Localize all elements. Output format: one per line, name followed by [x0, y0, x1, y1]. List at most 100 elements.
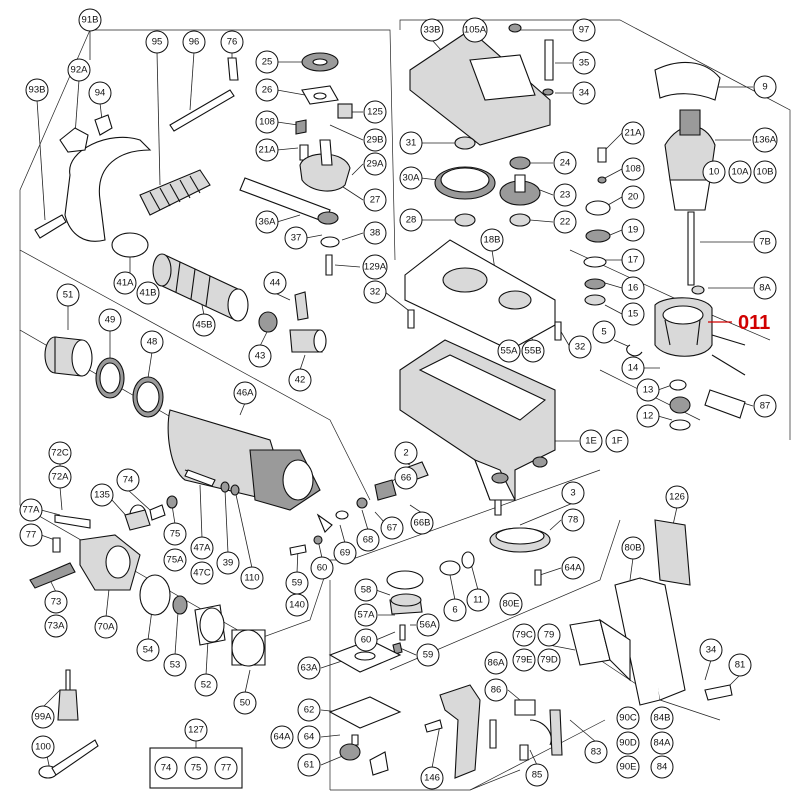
- callout-text: 54: [143, 645, 154, 656]
- callout-79d: 79D: [537, 648, 561, 672]
- callout-80b: 80B: [621, 536, 645, 560]
- callout-text: 127: [188, 725, 204, 736]
- part-gears: [434, 136, 541, 227]
- callout-text: 84B: [654, 713, 671, 724]
- callout-text: 14: [628, 363, 639, 374]
- part-crankcase-1e: [399, 339, 556, 501]
- callout-73a: 73A: [44, 614, 68, 638]
- callout-text: 56A: [420, 620, 438, 631]
- callout-text: 79C: [515, 630, 533, 641]
- callout-54: 54: [136, 638, 160, 662]
- callout-text: 10: [709, 167, 720, 178]
- callout-text: 28: [406, 215, 417, 226]
- callout-55b: 55B: [521, 339, 545, 363]
- callout-78: 78: [561, 508, 585, 532]
- callout-33b: 33B: [420, 18, 444, 42]
- callout-108: 108: [621, 157, 645, 181]
- callout-text: 77: [221, 763, 232, 774]
- callout-42: 42: [288, 368, 312, 392]
- callout-90e: 90E: [616, 755, 640, 779]
- callout-text: 110: [244, 573, 259, 584]
- callout-text: 75A: [167, 555, 185, 566]
- callout-34: 34: [572, 81, 596, 105]
- callout-text: 64A: [274, 732, 292, 743]
- callout-text: 93B: [29, 85, 46, 96]
- callout-text: 2: [403, 448, 408, 459]
- part-stator-011: [626, 285, 746, 376]
- callout-2: 2: [394, 441, 418, 465]
- callout-text: 66: [401, 473, 412, 484]
- callout-68: 68: [356, 528, 380, 552]
- callout-text: 24: [560, 158, 571, 169]
- callout-text: 140: [289, 600, 305, 611]
- callout-text: 38: [370, 228, 381, 239]
- callout-96: 96: [182, 30, 206, 54]
- callout-text: 79D: [540, 655, 558, 666]
- callout-29b: 29B: [363, 128, 387, 152]
- callout-60: 60: [310, 556, 334, 580]
- callout-text: 86: [491, 685, 502, 696]
- callout-136a: 136A: [752, 127, 778, 153]
- callout-text: 105A: [464, 25, 487, 36]
- callout-19: 19: [621, 218, 645, 242]
- callout-90d: 90D: [616, 731, 640, 755]
- callout-57a: 57A: [354, 603, 378, 627]
- callout-64a: 64A: [270, 725, 294, 749]
- callout-50: 50: [233, 691, 257, 715]
- callout-20: 20: [621, 185, 645, 209]
- callout-text: 9: [762, 82, 767, 93]
- callout-text: 52: [201, 680, 212, 691]
- callout-91b: 91B: [78, 8, 102, 32]
- callout-13: 13: [636, 378, 660, 402]
- callout-14: 14: [621, 356, 645, 380]
- part-side-handle-strap: [34, 114, 152, 242]
- callout-55a: 55A: [497, 339, 521, 363]
- callout-86: 86: [484, 678, 508, 702]
- part-cover-33b: [409, 23, 554, 146]
- callout-10a: 10A: [728, 160, 752, 184]
- callout-text: 62: [304, 705, 315, 716]
- callout-29a: 29A: [363, 152, 387, 176]
- callout-text: 90D: [619, 738, 637, 749]
- callout-100: 100: [31, 735, 55, 759]
- callout-text: 17: [628, 255, 639, 266]
- callout-text: 53: [170, 660, 181, 671]
- callout-text: 80B: [625, 543, 642, 554]
- part-gear-housing-plate: [404, 239, 562, 351]
- callout-text: 5: [601, 327, 606, 338]
- callout-text: 57A: [358, 610, 376, 621]
- callout-text: 146: [424, 773, 440, 784]
- callout-51: 51: [56, 283, 80, 307]
- callout-69: 69: [333, 541, 357, 565]
- callout-text: 73A: [48, 621, 66, 632]
- callout-127: 127: [184, 718, 208, 742]
- callout-text: 96: [189, 37, 200, 48]
- callout-text: 41A: [117, 278, 135, 289]
- callout-text: 12: [643, 411, 654, 422]
- callout-108: 108: [255, 110, 279, 134]
- callout-text: 48: [147, 337, 158, 348]
- part-pin-and-bushing-42-44: [258, 291, 327, 353]
- callout-38: 38: [363, 221, 387, 245]
- callout-23: 23: [553, 183, 577, 207]
- callout-6: 6: [443, 598, 467, 622]
- callout-16: 16: [621, 276, 645, 300]
- part-switch-58: [386, 551, 542, 655]
- callout-25: 25: [255, 50, 279, 74]
- callout-74: 74: [116, 468, 140, 492]
- callout-text: 79E: [516, 655, 533, 666]
- callout-text: 64: [304, 732, 315, 743]
- part-small-bearings: [583, 147, 611, 306]
- callout-135: 135: [90, 483, 114, 507]
- part-o-ring: [111, 232, 149, 258]
- callout-text: 55A: [501, 346, 519, 357]
- callout-36a: 36A: [255, 210, 279, 234]
- callout-77: 77: [214, 756, 238, 780]
- callout-22: 22: [553, 210, 577, 234]
- callout-text: 7B: [759, 237, 771, 248]
- callout-79e: 79E: [512, 648, 536, 672]
- callout-28: 28: [399, 208, 423, 232]
- callout-126: 126: [665, 485, 689, 509]
